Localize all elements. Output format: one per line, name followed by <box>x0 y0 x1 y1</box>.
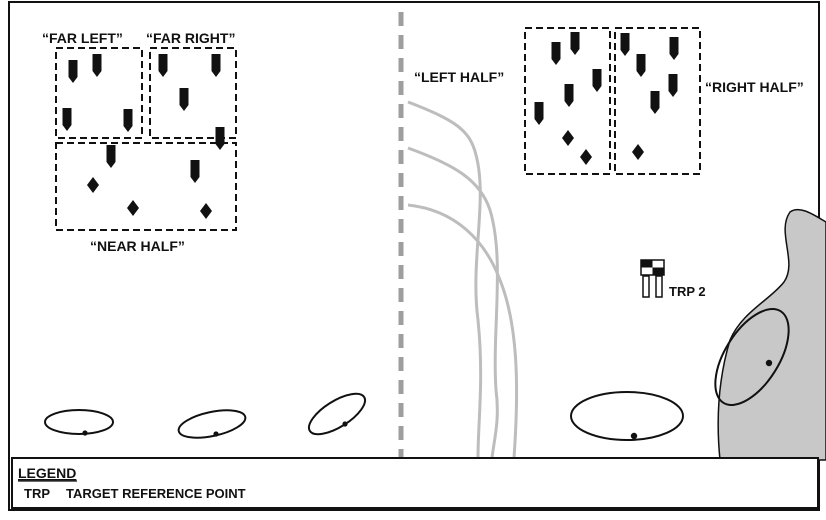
fighting-position-icon <box>44 409 114 435</box>
trail-line <box>407 203 519 459</box>
diamond-icon <box>562 130 574 146</box>
vehicle-marker-icon <box>92 54 102 77</box>
vehicle-marker-icon <box>592 69 602 92</box>
vehicle-marker-icon <box>669 37 679 60</box>
fighting-position-icon <box>570 391 684 441</box>
vehicle-marker-icon <box>62 108 72 131</box>
diamond-icon <box>127 200 139 216</box>
position-dot <box>765 359 773 367</box>
vehicle-marker-icon <box>190 160 200 183</box>
right-half-label: “RIGHT HALF” <box>705 79 804 95</box>
position-dot <box>342 421 348 427</box>
diamond-icon <box>580 149 592 165</box>
vehicle-marker-icon <box>564 84 574 107</box>
position-dot <box>213 431 219 437</box>
legend-box <box>11 457 819 509</box>
near-half-box <box>55 142 237 231</box>
far-left-label: “FAR LEFT” <box>42 30 123 46</box>
vehicle-marker-icon <box>650 91 660 114</box>
legend-abbrev: TRP <box>24 486 50 501</box>
fighting-position-icon <box>308 392 366 436</box>
right-half-box <box>614 27 701 175</box>
vehicle-marker-icon <box>68 60 78 83</box>
fighting-position-icon <box>714 308 790 406</box>
vehicle-marker-icon <box>215 127 225 150</box>
diamond-icon <box>632 144 644 160</box>
vehicle-marker-icon <box>551 42 561 65</box>
left-half-box <box>524 27 611 175</box>
vehicle-marker-icon <box>668 74 678 97</box>
vehicle-marker-icon <box>158 54 168 77</box>
vehicle-marker-icon <box>123 109 133 132</box>
trail-line <box>407 146 499 459</box>
near-half-label: “NEAR HALF” <box>90 238 185 254</box>
vehicle-marker-icon <box>534 102 544 125</box>
position-dot <box>630 432 638 440</box>
vehicle-marker-icon <box>570 32 580 55</box>
vehicle-marker-icon <box>179 88 189 111</box>
vehicle-marker-icon <box>211 54 221 77</box>
legend-title: LEGEND <box>18 465 76 481</box>
trail-line <box>407 100 483 459</box>
position-dot <box>82 430 88 436</box>
diamond-icon <box>87 177 99 193</box>
left-half-label: “LEFT HALF” <box>414 69 504 85</box>
far-right-label: “FAR RIGHT” <box>146 30 235 46</box>
target-reference-point-icon <box>640 259 665 298</box>
legend-definition: TARGET REFERENCE POINT <box>66 486 246 501</box>
diamond-icon <box>200 203 212 219</box>
vehicle-marker-icon <box>620 33 630 56</box>
fighting-position-icon <box>177 409 247 439</box>
trp-label: TRP 2 <box>669 284 706 299</box>
vehicle-marker-icon <box>106 145 116 168</box>
trail-lines <box>407 100 519 459</box>
vehicle-marker-icon <box>636 54 646 77</box>
